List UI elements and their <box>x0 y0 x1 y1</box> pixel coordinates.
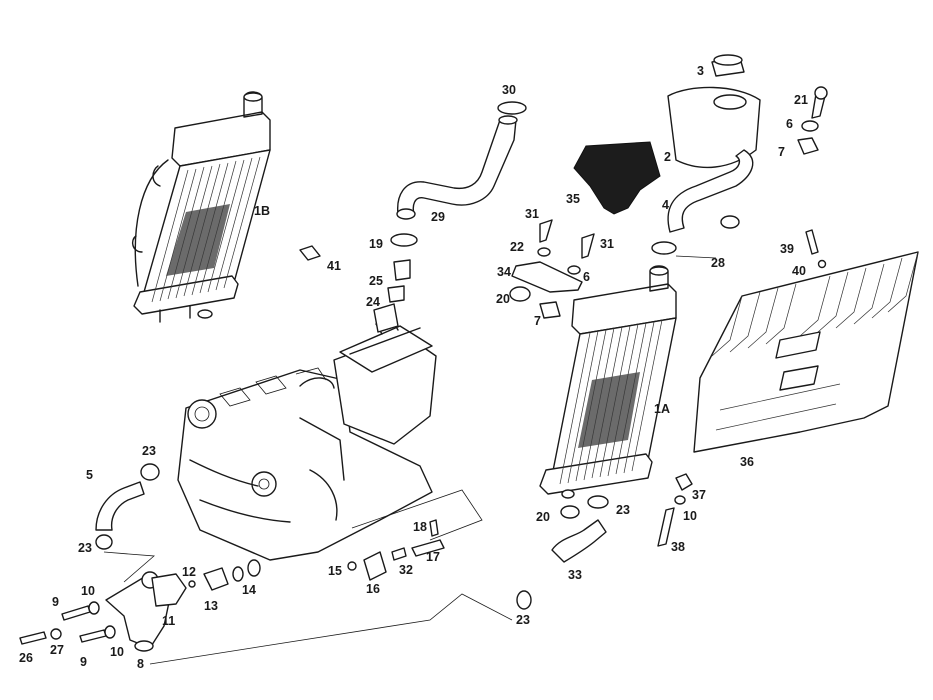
callout-12: 12 <box>182 565 196 579</box>
callout-31b: 31 <box>600 237 614 251</box>
callout-10c: 10 <box>683 509 697 523</box>
callout-10a: 10 <box>81 584 95 598</box>
expansion-tank <box>667 54 761 169</box>
callout-19: 19 <box>369 237 383 251</box>
callout-28: 28 <box>711 256 725 270</box>
callout-6b: 6 <box>583 270 590 284</box>
callout-17: 17 <box>426 550 440 564</box>
callout-26: 26 <box>19 651 33 665</box>
callout-34: 34 <box>497 265 511 279</box>
callout-7a: 7 <box>778 145 785 159</box>
hose-5 <box>95 481 145 531</box>
callout-14: 14 <box>242 583 256 597</box>
callout-2: 2 <box>664 150 671 164</box>
small-hardware <box>19 86 828 645</box>
callout-13: 13 <box>204 599 218 613</box>
leader-lines <box>103 255 717 665</box>
callout-37: 37 <box>692 488 706 502</box>
hose-4 <box>667 149 754 233</box>
radiator-1b <box>131 91 271 323</box>
callout-36: 36 <box>740 455 754 469</box>
callout-30: 30 <box>502 83 516 97</box>
hose-29 <box>396 115 518 220</box>
radiator-grille <box>693 251 919 453</box>
hose-33 <box>551 519 607 563</box>
callout-5: 5 <box>86 468 93 482</box>
callout-20a: 20 <box>496 292 510 306</box>
callout-9a: 9 <box>52 595 59 609</box>
callout-23a: 23 <box>142 444 156 458</box>
callout-21: 21 <box>794 93 808 107</box>
callout-4: 4 <box>662 198 669 212</box>
black-cover <box>573 141 661 215</box>
callout-23c: 23 <box>616 503 630 517</box>
callout-41: 41 <box>327 259 341 273</box>
radiator-1a <box>539 265 677 499</box>
callout-22: 22 <box>510 240 524 254</box>
callout-33: 33 <box>568 568 582 582</box>
callout-23d: 23 <box>516 613 530 627</box>
callout-32: 32 <box>399 563 413 577</box>
callout-31a: 31 <box>525 207 539 221</box>
callout-39: 39 <box>780 242 794 256</box>
callout-6a: 6 <box>786 117 793 131</box>
callout-15: 15 <box>328 564 342 578</box>
pump-cover <box>105 571 187 652</box>
callout-16: 16 <box>366 582 380 596</box>
callout-11: 11 <box>162 614 175 628</box>
callout-1b: 1B <box>254 204 270 218</box>
callout-40: 40 <box>792 264 806 278</box>
callout-18: 18 <box>413 520 427 534</box>
callout-29: 29 <box>431 210 445 224</box>
callout-10b: 10 <box>110 645 124 659</box>
engine-block <box>177 303 437 561</box>
callout-25: 25 <box>369 274 383 288</box>
callout-27: 27 <box>50 643 64 657</box>
callout-9b: 9 <box>80 655 87 669</box>
callout-38: 38 <box>671 540 685 554</box>
callout-23b: 23 <box>78 541 92 555</box>
callout-8: 8 <box>137 657 144 671</box>
callout-7b: 7 <box>534 314 541 328</box>
callout-35: 35 <box>566 192 580 206</box>
callout-3: 3 <box>697 64 704 78</box>
callout-labels: 1B 1A 2 3 4 5 6 6 7 7 8 9 9 10 10 10 11 … <box>19 64 808 671</box>
callout-1a: 1A <box>654 402 670 416</box>
callout-20b: 20 <box>536 510 550 524</box>
callout-24: 24 <box>366 295 380 309</box>
